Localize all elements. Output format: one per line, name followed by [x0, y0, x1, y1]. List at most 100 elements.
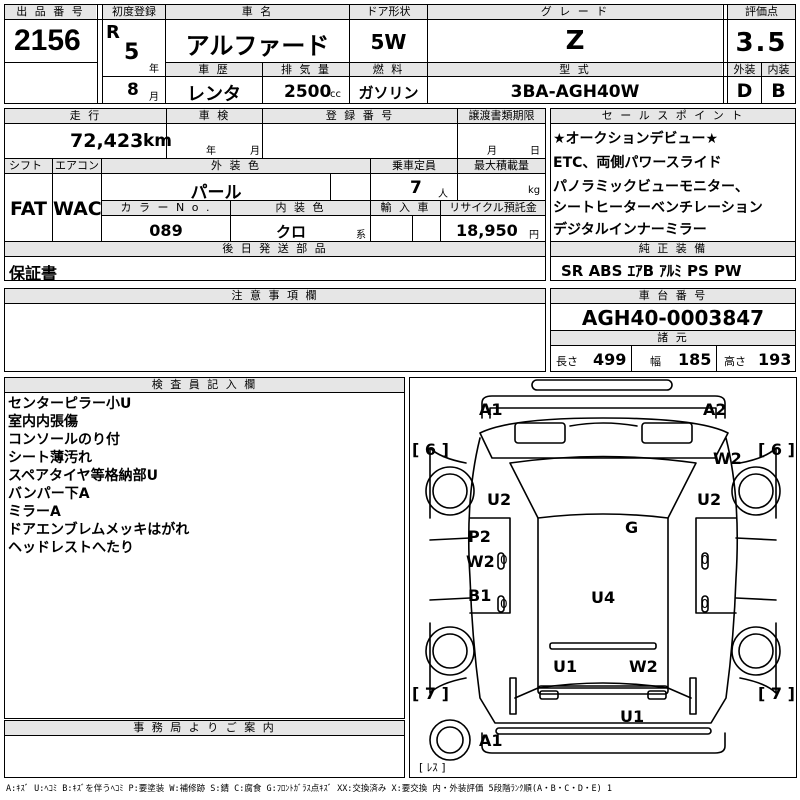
length-value: 499 [593, 350, 627, 369]
km-unit: km [143, 131, 173, 151]
chassis-header: 車 台 番 号 [551, 289, 795, 303]
mark-w2-left: W2 [466, 552, 495, 571]
mark-w2-bottom: W2 [629, 657, 658, 676]
lot-number-header: 出 品 番 号 [5, 5, 96, 19]
mark-seven-right: [ 7 ] [758, 684, 795, 703]
fuel-header: 燃 料 [350, 63, 427, 77]
car-name: アルファード [185, 32, 330, 60]
mark-zero-4: 0 [701, 597, 709, 611]
mark-p2: P2 [468, 527, 491, 546]
car-diagram-box [409, 377, 797, 778]
later-parts-box [4, 241, 546, 281]
person-unit: 人 [438, 189, 448, 200]
reg-year: 5 [124, 40, 140, 65]
inspection-year: 年 [206, 146, 216, 157]
mark-u2-left: U2 [487, 490, 512, 509]
width-value: 185 [678, 350, 712, 369]
sales-point-1: ★オークションデビュー★ [553, 131, 719, 147]
mark-seven-left: [ 7 ] [412, 684, 449, 703]
cc-unit: cc [330, 89, 341, 100]
capacity-value: 7 [410, 178, 422, 198]
mark-b1: B1 [468, 586, 492, 605]
transfer-header: 譲渡書類期限 [458, 109, 545, 123]
transfer-month: 月 [487, 146, 497, 157]
width-label: 幅 [650, 355, 661, 368]
sales-point-4: シートヒーターベンチレーション [553, 200, 763, 216]
inspector-note-4: シート薄汚れ [8, 450, 92, 466]
inspector-box [4, 377, 405, 719]
later-parts-header: 後 日 発 送 部 品 [5, 242, 545, 256]
length-label: 長さ [556, 355, 578, 368]
fuel-value: ガソリン [358, 84, 419, 102]
mark-a1-top: A1 [479, 400, 503, 419]
reg-month: 8 [127, 80, 139, 100]
mark-u1-left: U1 [553, 657, 578, 676]
score-header: 評価点 [728, 5, 795, 19]
standard-box [550, 241, 796, 281]
notes-box [4, 288, 546, 372]
recycle-value: 18,950 [456, 221, 518, 240]
inspector-header: 検 査 員 記 入 欄 [5, 378, 404, 392]
max-load-header: 最大積載量 [458, 159, 545, 173]
capacity-header: 乗車定員 [371, 159, 457, 173]
grade-header: グ レ ー ド [428, 5, 722, 19]
inspector-note-8: ドアエンブレムメッキはがれ [8, 522, 190, 538]
inspector-note-9: ヘッドレストへたり [8, 540, 134, 556]
mark-spare: [ ﾚｽ ] [419, 761, 446, 774]
int-color-value: クロ [275, 223, 306, 241]
sales-point-3: パノラミックビューモニター、 [553, 179, 749, 195]
history-header: 車 歴 [166, 63, 262, 77]
year-unit: 年 [149, 64, 159, 75]
model-header: 型 式 [428, 63, 722, 77]
mark-six-right: [ 6 ] [758, 440, 795, 459]
score-value: 3.5 [735, 28, 788, 58]
door-type: 5W [370, 30, 407, 54]
inspector-note-2: 室内内張傷 [8, 414, 78, 430]
legend: A:ｷｽﾞ U:ﾍｺﾐ B:ｷｽﾞを伴うﾍｺﾐ P:要塗装 W:補修跡 S:錆 … [6, 784, 612, 794]
first-reg-header: 初度登録 [103, 5, 165, 19]
kei-unit: 系 [356, 230, 366, 241]
reg-no-header: 登 録 番 号 [263, 109, 457, 123]
height-label: 高さ [724, 355, 746, 368]
mark-zero-3: 0 [500, 597, 508, 611]
month-unit: 月 [149, 92, 159, 103]
car-name-header: 車 名 [166, 5, 349, 19]
top-grid [4, 4, 796, 104]
interior-value: B [771, 80, 786, 102]
mark-u2-right: U2 [697, 490, 722, 509]
inspector-note-3: コンソールのり付 [8, 432, 120, 448]
inspector-note-7: ミラーA [8, 504, 61, 520]
mark-u4: U4 [591, 588, 616, 607]
ext-color-value: パール [190, 183, 242, 203]
kg-unit: kg [528, 185, 541, 196]
inspector-note-1: センターピラー小U [8, 396, 132, 412]
lot-number: 2156 [14, 24, 81, 57]
int-color-header: 内 装 色 [231, 201, 370, 215]
displacement-value: 2500 [284, 82, 332, 102]
office-box [4, 720, 405, 778]
inspection-header: 車 検 [167, 109, 262, 123]
transfer-day: 日 [530, 146, 540, 157]
dims-header: 諸 元 [551, 331, 795, 345]
inspector-note-5: スペアタイヤ等格納部U [8, 468, 158, 484]
office-header: 事 務 局 よ り ご 案 内 [5, 721, 404, 735]
yen-unit: 円 [529, 230, 539, 241]
aircon-value: WAC [53, 198, 102, 220]
shift-value: FAT [10, 198, 47, 220]
exterior-value: D [736, 80, 753, 102]
mileage-header: 走 行 [5, 109, 166, 123]
car-diagram [425, 379, 781, 761]
shift-header: シフト [5, 159, 52, 173]
mark-six-left: [ 6 ] [412, 440, 449, 459]
exterior-header: 外装 [728, 63, 761, 77]
inspector-note-6: バンパー下A [8, 486, 90, 502]
mark-zero-2: 0 [701, 553, 709, 567]
mileage-value: 72,423 [70, 130, 144, 152]
era-letter: R [106, 22, 120, 43]
import-header: 輸 入 車 [371, 201, 440, 215]
mark-a1-bottom: A1 [479, 731, 503, 750]
inspection-month: 月 [250, 146, 260, 157]
mark-zero-1: 0 [500, 553, 508, 567]
mark-a2-top: A2 [703, 400, 727, 419]
ext-color-header: 外 装 色 [102, 159, 370, 173]
